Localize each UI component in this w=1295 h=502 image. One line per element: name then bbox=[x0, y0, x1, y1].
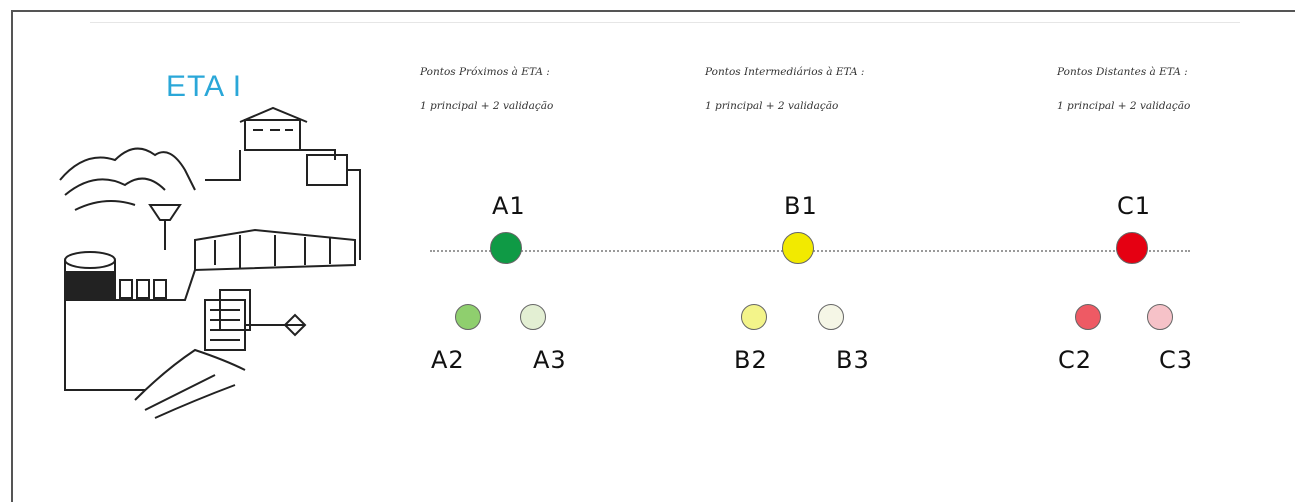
group-b-heading: Pontos Intermediários à ETA : bbox=[705, 66, 865, 78]
diagram-frame bbox=[11, 10, 1295, 502]
treatment-plant-illustration bbox=[59, 106, 361, 419]
point-b1-label: B1 bbox=[784, 192, 818, 220]
group-a-heading: Pontos Próximos à ETA : bbox=[420, 66, 550, 78]
point-c1-label: C1 bbox=[1117, 192, 1152, 220]
group-c-heading: Pontos Distantes à ETA : bbox=[1057, 66, 1188, 78]
point-a2-label: A2 bbox=[431, 346, 465, 374]
point-c2-label: C2 bbox=[1058, 346, 1093, 374]
group-a-composition: 1 principal + 2 validação bbox=[420, 100, 554, 112]
point-a3-label: A3 bbox=[533, 346, 567, 374]
point-a3-marker bbox=[520, 304, 546, 330]
top-divider bbox=[90, 22, 1240, 23]
point-b3-marker bbox=[818, 304, 844, 330]
point-b1-marker bbox=[782, 232, 814, 264]
point-a1-marker bbox=[490, 232, 522, 264]
point-b2-marker bbox=[741, 304, 767, 330]
group-b-composition: 1 principal + 2 validação bbox=[705, 100, 839, 112]
point-a2-marker bbox=[455, 304, 481, 330]
station-title: ETA I bbox=[166, 70, 243, 103]
point-c3-label: C3 bbox=[1159, 346, 1194, 374]
group-c-composition: 1 principal + 2 validação bbox=[1057, 100, 1191, 112]
point-c3-marker bbox=[1147, 304, 1173, 330]
point-c2-marker bbox=[1075, 304, 1101, 330]
point-b3-label: B3 bbox=[836, 346, 870, 374]
point-a1-label: A1 bbox=[492, 192, 526, 220]
point-c1-marker bbox=[1116, 232, 1148, 264]
point-b2-label: B2 bbox=[734, 346, 768, 374]
